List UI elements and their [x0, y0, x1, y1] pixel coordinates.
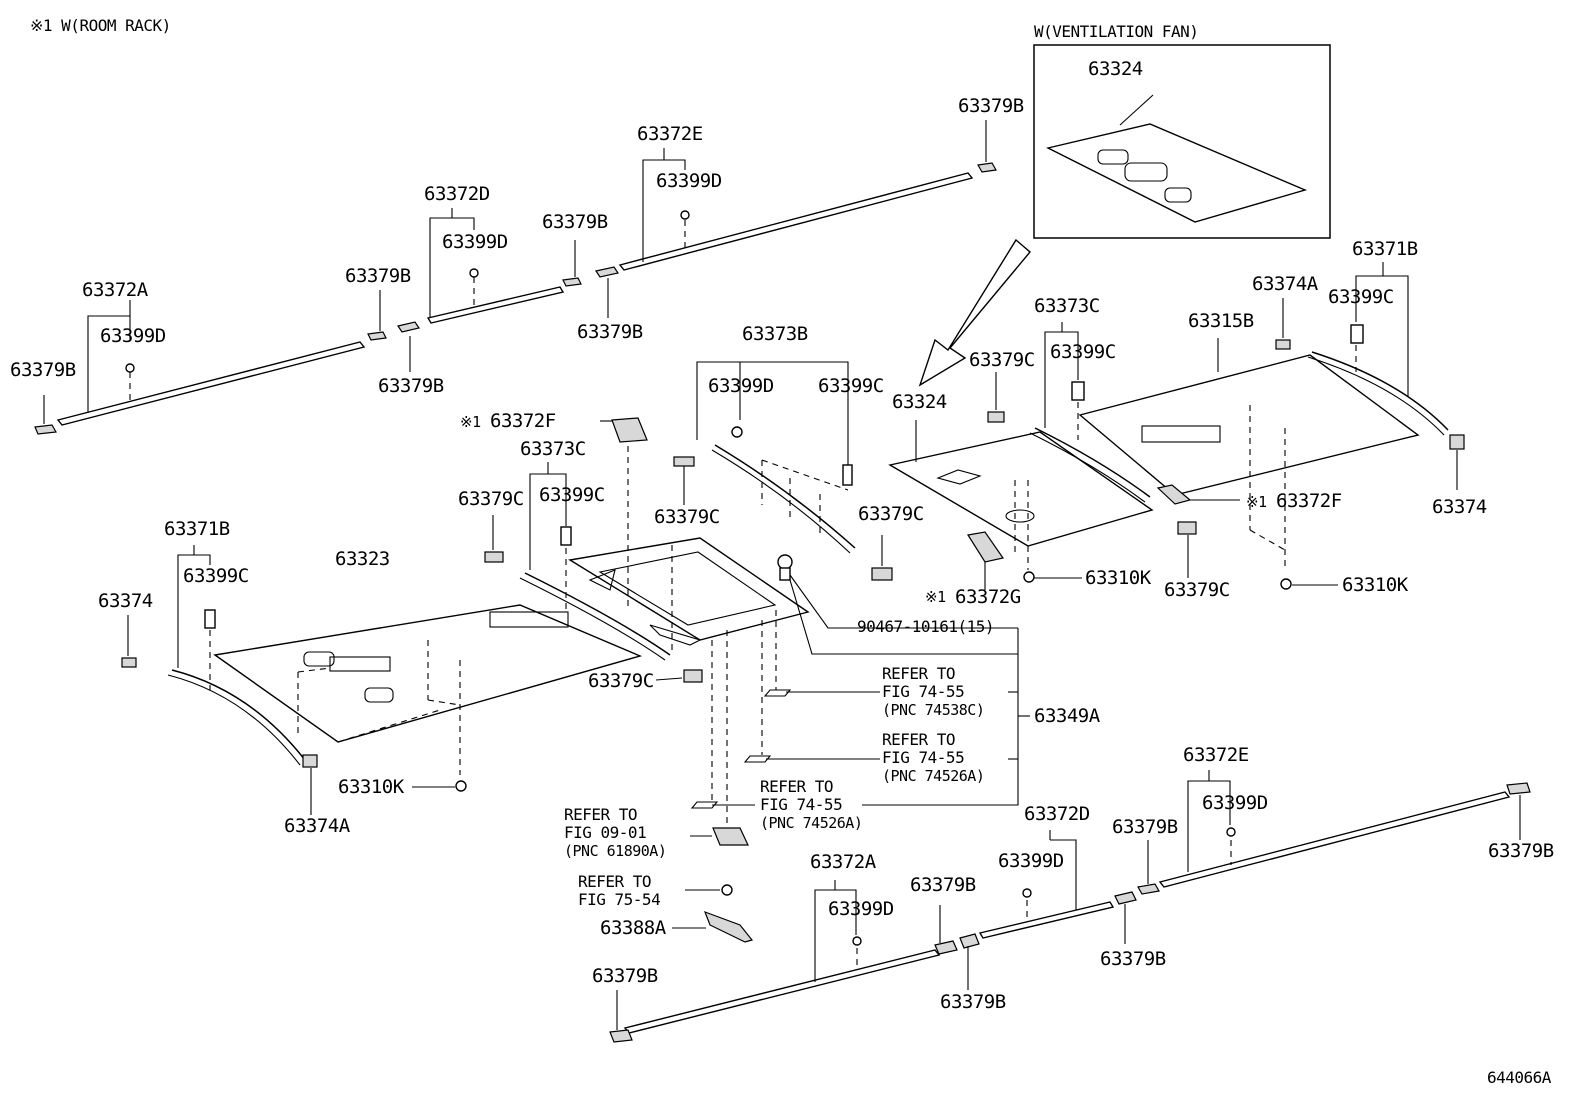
part-label: 63379B [10, 359, 76, 381]
reference-note: REFER TO FIG 74-55 (PNC 74526A) [882, 730, 985, 785]
reference-note: REFER TO FIG 75-54 [578, 872, 661, 910]
part-label: 63379B [958, 95, 1024, 117]
part-label: 63379C [969, 349, 1035, 371]
part-label: 63379B [910, 874, 976, 896]
part-label: 63379B [1488, 840, 1554, 862]
part-label: 63399D [828, 898, 894, 920]
part-label: 63379B [542, 211, 608, 233]
part-label: 63324 [892, 391, 947, 413]
mark-note: ※1 [1246, 493, 1267, 511]
figure-id: 644066A [1487, 1068, 1551, 1087]
part-label: 63399D [708, 375, 774, 397]
part-label: 63399D [1202, 792, 1268, 814]
part-label: 63379B [1112, 816, 1178, 838]
part-label: 63399C [1050, 341, 1116, 363]
part-label: 63372E [1183, 744, 1249, 766]
part-label: 63379B [378, 375, 444, 397]
reference-note: REFER TO FIG 74-55 (PNC 74538C) [882, 664, 985, 719]
part-label: 63372A [82, 279, 148, 301]
part-label: 63372F [1276, 490, 1342, 512]
part-label: 63379B [940, 991, 1006, 1013]
part-label: 63374A [284, 815, 350, 837]
part-label: 63379B [345, 265, 411, 287]
part-label: 63372G [955, 586, 1021, 608]
headliner-63324 [888, 431, 1154, 547]
part-label: 63399C [539, 484, 605, 506]
part-label: 63399D [656, 170, 722, 192]
part-label: 63315B [1188, 310, 1254, 332]
part-label: 63372E [637, 123, 703, 145]
part-label: 63379C [1164, 579, 1230, 601]
mark-note: ※1 [925, 588, 946, 606]
part-label: 63372A [810, 851, 876, 873]
part-label: 63379B [577, 321, 643, 343]
part-label: 63349A [1034, 705, 1100, 727]
part-label: 63324 [1088, 58, 1143, 80]
part-label: 63399D [100, 325, 166, 347]
part-label: 63399C [818, 375, 884, 397]
part-label: 63372D [424, 183, 490, 205]
part-label: 63399D [442, 231, 508, 253]
part-label: 90467-10161(15) [857, 617, 995, 636]
headliner-63315B [1078, 354, 1420, 496]
part-label: 63310K [1342, 574, 1408, 596]
part-label: 63372F [490, 410, 556, 432]
part-label: 63373C [520, 438, 586, 460]
inset-box [1033, 44, 1331, 239]
part-label: 63373C [1034, 295, 1100, 317]
part-label: 63323 [335, 548, 390, 570]
inset-title: W(VENTILATION FAN) [1034, 22, 1199, 41]
part-label: 63379B [1100, 948, 1166, 970]
part-label: 63379C [858, 503, 924, 525]
part-label: 63372D [1024, 803, 1090, 825]
part-label: 63374A [1252, 273, 1318, 295]
part-label: 63399C [1328, 286, 1394, 308]
reference-note: REFER TO FIG 74-55 (PNC 74526A) [760, 777, 863, 832]
note-room-rack: ※1 W(ROOM RACK) [30, 16, 171, 35]
part-label: 63379C [458, 488, 524, 510]
part-label: 63399D [998, 850, 1064, 872]
sunroof-frame [568, 537, 810, 641]
part-label: 63388A [600, 917, 666, 939]
part-label: 63371B [164, 518, 230, 540]
part-label: 63379C [654, 506, 720, 528]
part-label: 63379C [588, 670, 654, 692]
reference-note: REFER TO FIG 09-01 (PNC 61890A) [564, 805, 667, 860]
part-label: 63371B [1352, 238, 1418, 260]
part-label: 63399C [183, 565, 249, 587]
part-label: 63310K [1085, 567, 1151, 589]
part-label: 63373B [742, 323, 808, 345]
mark-note: ※1 [460, 413, 481, 431]
part-label: 63379B [592, 965, 658, 987]
part-label: 63310K [338, 776, 404, 798]
arrow [918, 238, 1031, 387]
part-label: 63374 [98, 590, 153, 612]
part-label: 63374 [1432, 496, 1487, 518]
inset-headliner [1045, 123, 1308, 223]
